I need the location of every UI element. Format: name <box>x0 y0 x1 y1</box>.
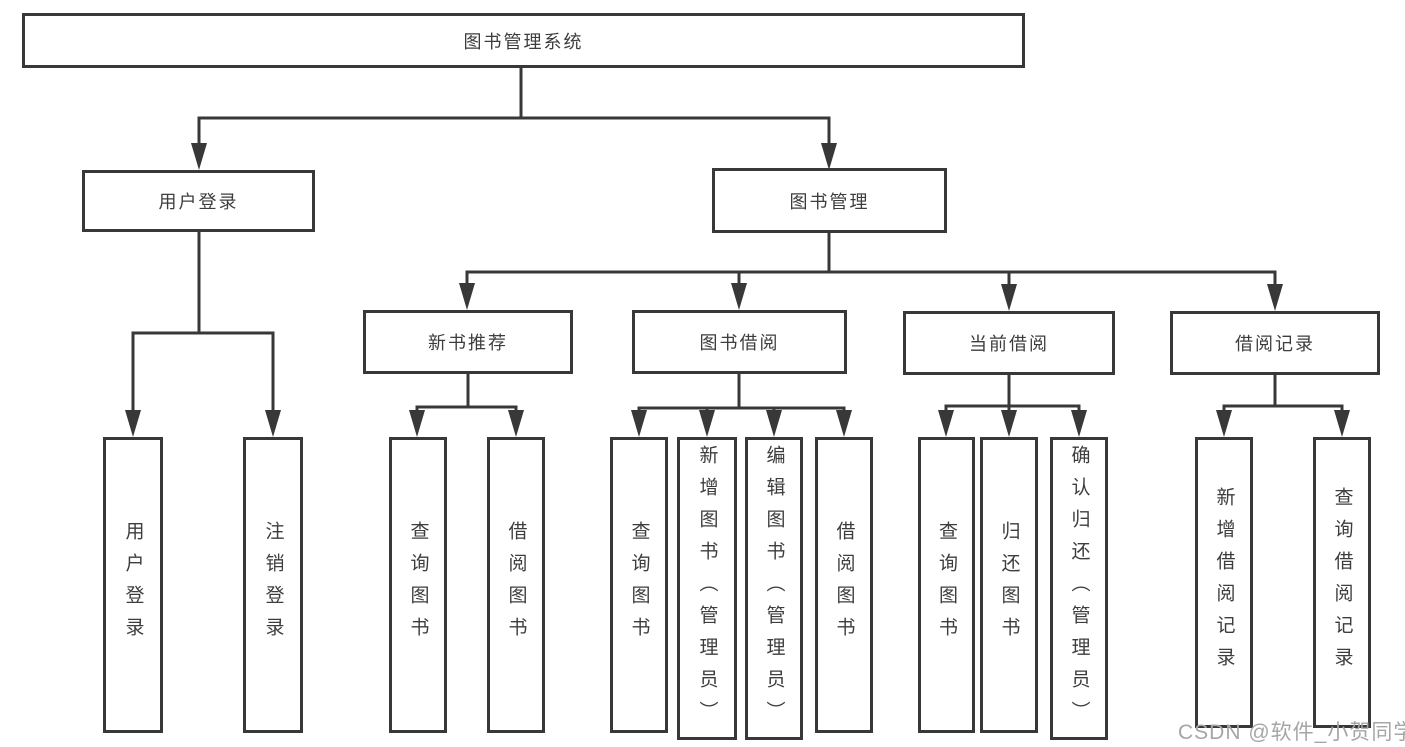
node-leaf-borrow-book-2: 借阅图书 <box>815 437 873 733</box>
node-leaf-add-book-admin: 新增图书（管理员） <box>677 437 737 740</box>
node-leaf-query-book-2: 查询图书 <box>610 437 668 733</box>
connector-borrow-records-branch <box>1216 375 1350 437</box>
arrowhead <box>766 410 782 437</box>
node-label: 借阅记录 <box>1235 334 1315 354</box>
node-label: 查询图书 <box>407 521 429 649</box>
node-label: 新增图书（管理员） <box>696 444 718 733</box>
connector-book-mgmt-branch <box>459 233 1283 311</box>
node-label: 新书推荐 <box>428 333 508 353</box>
node-new-book-recommend: 新书推荐 <box>363 310 573 374</box>
arrowhead <box>409 410 425 437</box>
arrowhead <box>191 143 207 170</box>
arrowhead <box>1001 410 1017 437</box>
node-leaf-query-book-1: 查询图书 <box>389 437 447 733</box>
arrowhead <box>265 410 281 437</box>
node-label: 确认归还（管理员） <box>1068 444 1090 733</box>
node-label: 借阅图书 <box>505 521 527 649</box>
arrowhead <box>631 410 647 437</box>
connector-user-login-branch <box>125 232 281 437</box>
node-leaf-query-book-3: 查询图书 <box>918 437 975 733</box>
node-leaf-add-borrow-record: 新增借阅记录 <box>1195 437 1253 728</box>
node-label: 借阅图书 <box>833 521 855 649</box>
node-label: 用户登录 <box>158 192 239 212</box>
arrowhead <box>1267 284 1283 311</box>
arrowhead <box>1001 284 1017 311</box>
arrowhead <box>1071 410 1087 437</box>
node-label: 当前借阅 <box>969 334 1049 354</box>
connector-new-book-branch <box>409 374 524 437</box>
connector-current-borrow-branch <box>938 375 1087 437</box>
node-library-system: 图书管理系统 <box>22 13 1025 68</box>
arrowhead <box>1334 410 1350 437</box>
node-book-management: 图书管理 <box>712 168 947 233</box>
arrowhead <box>125 410 141 437</box>
arrowhead <box>836 410 852 437</box>
arrowhead <box>731 283 747 310</box>
node-leaf-logout: 注销登录 <box>243 437 303 733</box>
connector-book-borrow-branch <box>631 374 852 437</box>
arrowhead <box>938 410 954 437</box>
node-label: 图书管理系统 <box>463 31 584 52</box>
node-leaf-borrow-book-1: 借阅图书 <box>487 437 545 733</box>
node-leaf-confirm-return-admin: 确认归还（管理员） <box>1050 437 1108 740</box>
node-label: 图书借阅 <box>699 333 780 353</box>
node-current-borrow: 当前借阅 <box>903 311 1115 375</box>
node-label: 图书管理 <box>789 191 870 212</box>
arrowhead <box>1216 410 1232 437</box>
node-label: 查询借阅记录 <box>1331 486 1353 679</box>
node-label: 注销登录 <box>262 521 284 649</box>
node-leaf-edit-book-admin: 编辑图书（管理员） <box>745 437 803 740</box>
node-user-login: 用户登录 <box>82 170 315 232</box>
node-label: 用户登录 <box>122 521 144 649</box>
watermark-text: CSDN @软件_小贺同学 <box>1178 721 1405 744</box>
node-borrow-records: 借阅记录 <box>1170 311 1380 375</box>
node-leaf-return-book: 归还图书 <box>980 437 1038 733</box>
connector-root-to-level2 <box>191 66 837 170</box>
node-leaf-query-borrow-record: 查询借阅记录 <box>1313 437 1371 728</box>
node-label: 查询图书 <box>936 521 957 649</box>
node-label: 新增借阅记录 <box>1213 486 1235 679</box>
arrowhead <box>459 283 475 310</box>
node-label: 归还图书 <box>998 521 1020 649</box>
arrowhead <box>508 410 524 437</box>
arrowhead <box>699 410 715 437</box>
arrowhead <box>821 143 837 170</box>
node-book-borrow: 图书借阅 <box>632 310 847 374</box>
node-label: 查询图书 <box>628 521 650 649</box>
node-leaf-user-login: 用户登录 <box>103 437 163 733</box>
node-label: 编辑图书（管理员） <box>763 444 785 733</box>
